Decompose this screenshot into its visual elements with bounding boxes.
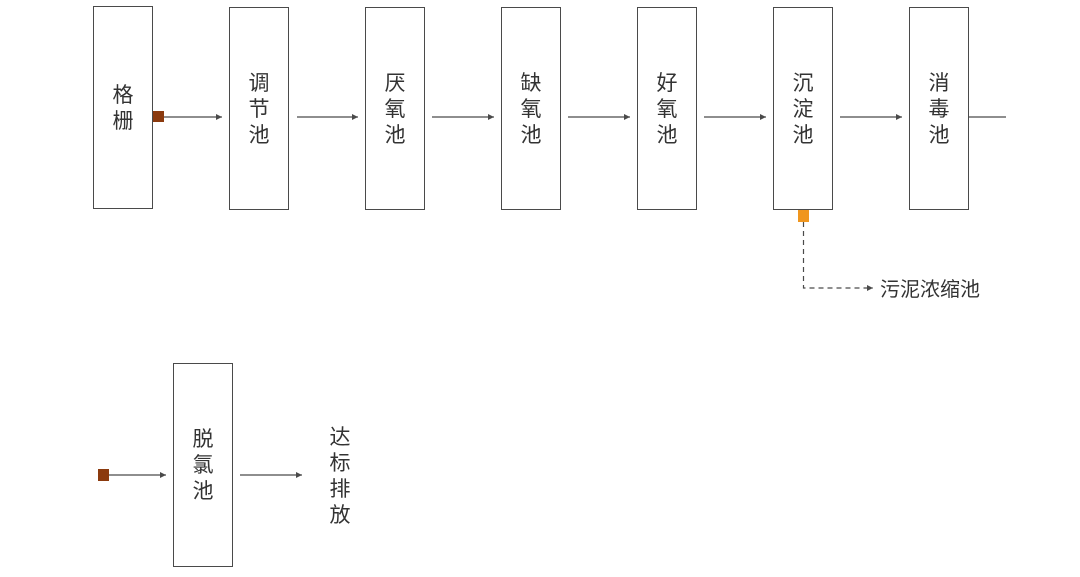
label-char: 池 xyxy=(656,122,678,147)
label-char: 消 xyxy=(928,70,950,95)
label-char: 好 xyxy=(656,70,678,95)
label-char: 脱 xyxy=(192,427,214,451)
node-label: 脱氯池 xyxy=(193,426,214,504)
label-char: 池 xyxy=(248,122,270,147)
label-char: 淀 xyxy=(792,96,814,121)
label-char: 池 xyxy=(384,122,406,147)
label-char: 调 xyxy=(248,70,270,95)
label-char: 放 xyxy=(329,503,351,527)
node-aerobic-tank: 好氧池 xyxy=(637,7,697,210)
node-label: 格栅 xyxy=(113,82,134,134)
label-char: 栅 xyxy=(112,108,134,133)
discharge-label: 达标排放 xyxy=(328,424,352,528)
label-char: 沉 xyxy=(792,70,814,95)
label-char: 达 xyxy=(329,425,351,449)
label-char: 池 xyxy=(192,479,214,503)
node-anoxic-tank: 缺氧池 xyxy=(501,7,561,210)
label-char: 池 xyxy=(928,122,950,147)
node-disinfection-tank: 消毒池 xyxy=(909,7,969,210)
node-label: 调节池 xyxy=(249,70,270,148)
label-char: 氧 xyxy=(656,96,678,121)
label-char: 氧 xyxy=(520,96,542,121)
label-char: 氧 xyxy=(384,96,406,121)
node-label: 缺氧池 xyxy=(521,70,542,148)
label-char: 缺 xyxy=(520,70,542,95)
node-label: 厌氧池 xyxy=(385,70,406,148)
node-dechlorination-tank: 脱氯池 xyxy=(173,363,233,567)
label-char: 池 xyxy=(792,122,814,147)
node-anaerobic-tank: 厌氧池 xyxy=(365,7,425,210)
inlet-marker xyxy=(153,111,164,122)
label-char: 池 xyxy=(520,122,542,147)
sludge-dashed-connector xyxy=(802,222,873,291)
label-char: 格 xyxy=(112,82,134,107)
node-sedimentation-tank: 沉淀池 xyxy=(773,7,833,210)
label-char: 排 xyxy=(329,477,351,501)
sludge-thickener-label: 污泥浓缩池 xyxy=(880,277,980,301)
label-char: 厌 xyxy=(384,70,406,95)
node-label: 沉淀池 xyxy=(793,70,814,148)
label-char: 氯 xyxy=(192,453,214,477)
label-char: 节 xyxy=(248,96,270,121)
node-equalization-tank: 调节池 xyxy=(229,7,289,210)
label-char: 毒 xyxy=(928,96,950,121)
label-char: 标 xyxy=(329,451,351,475)
inlet-marker-row2 xyxy=(98,469,109,481)
node-label: 好氧池 xyxy=(657,70,678,148)
node-label: 消毒池 xyxy=(929,70,950,148)
sludge-outlet-marker xyxy=(798,210,809,222)
node-grille: 格栅 xyxy=(93,6,153,209)
